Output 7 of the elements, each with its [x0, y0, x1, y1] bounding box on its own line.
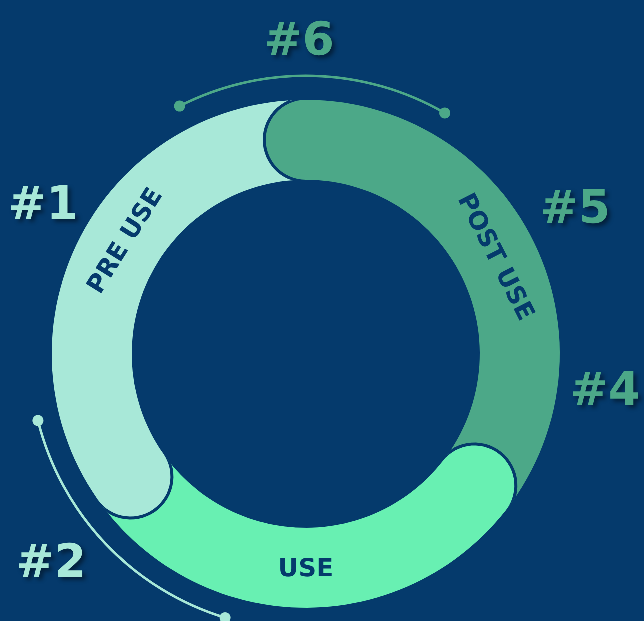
step-number: #6 — [264, 16, 335, 62]
step-number: #4 — [570, 366, 641, 412]
step-number: #1 — [8, 180, 79, 226]
segment-label: USE — [278, 554, 334, 582]
step-number: #5 — [540, 184, 611, 230]
step-number: #2 — [16, 538, 87, 584]
ring-segment — [98, 446, 515, 608]
